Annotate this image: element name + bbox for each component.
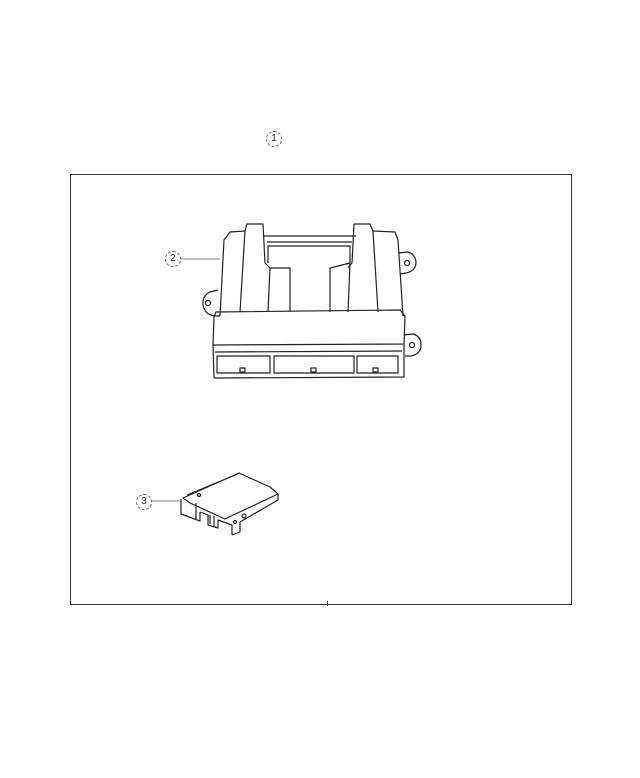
callout-3: 3 <box>136 494 152 510</box>
part-3-small-module <box>152 472 279 536</box>
callout-1: 1 <box>266 131 282 147</box>
parts-frame <box>70 174 572 605</box>
callout-2: 2 <box>165 251 181 267</box>
frame-center-tick <box>327 601 328 606</box>
part-2-module-housing <box>181 223 422 379</box>
